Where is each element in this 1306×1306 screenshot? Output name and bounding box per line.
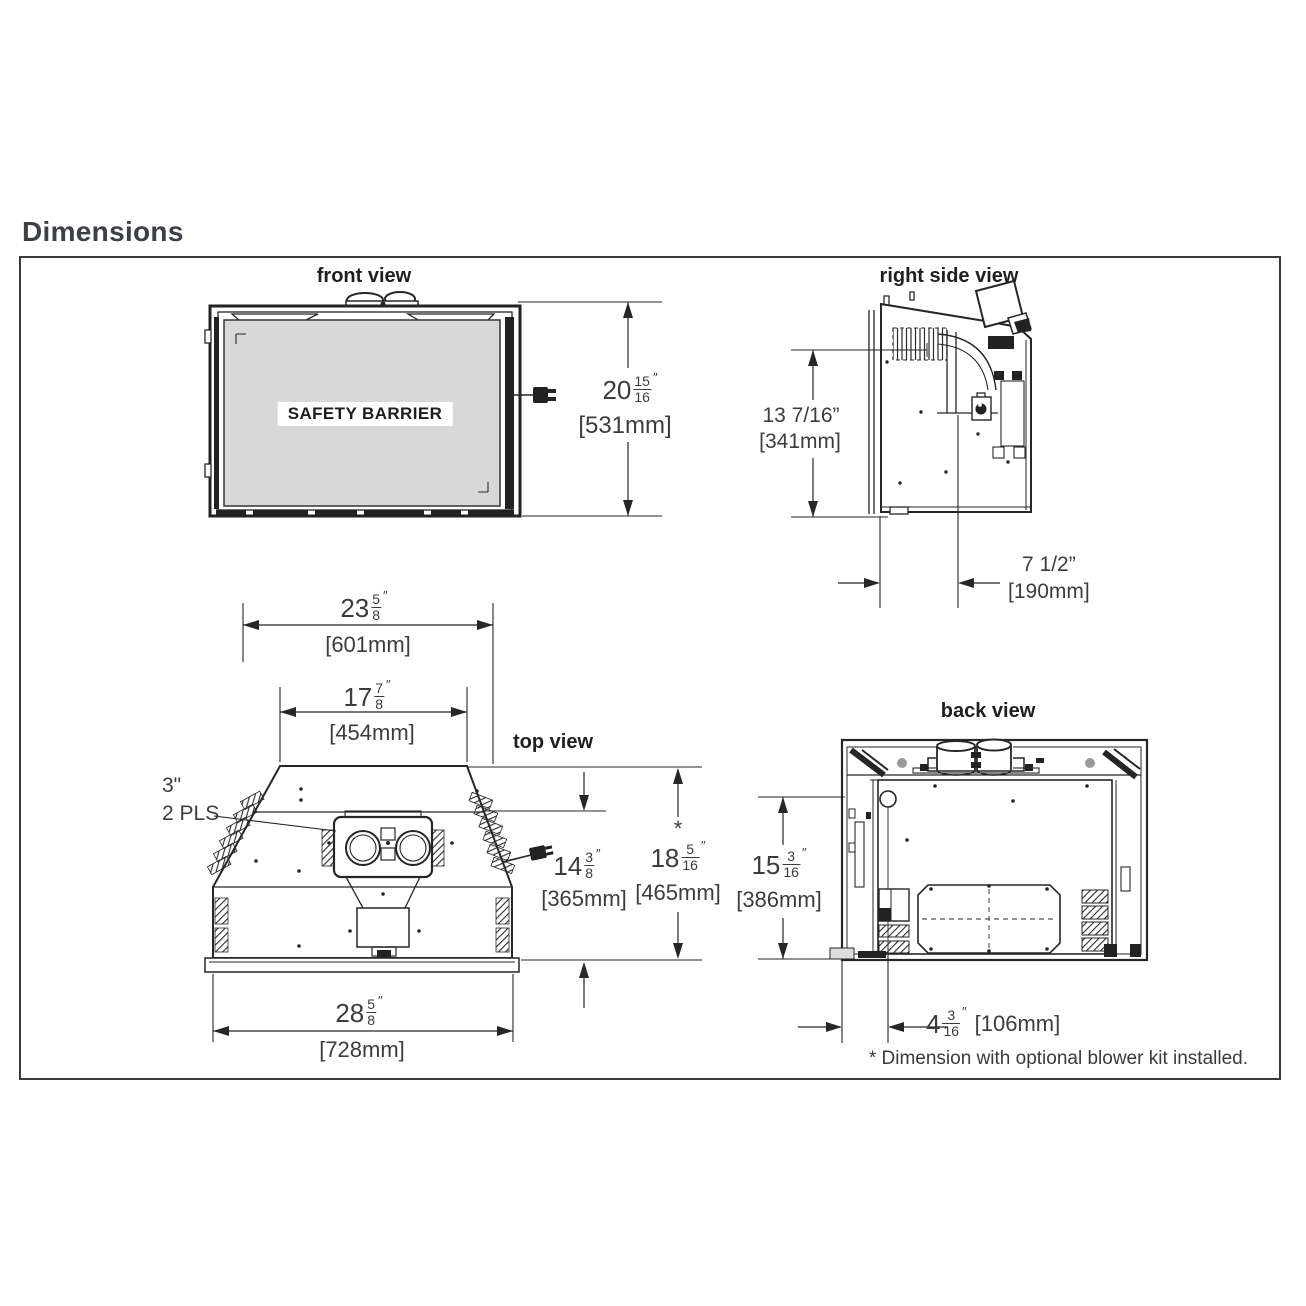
dim-depth-blower-star: * xyxy=(673,816,683,841)
front-view-drawing xyxy=(204,291,662,518)
top-view-label: top view xyxy=(512,731,594,753)
duct-size-note: 3" 2 PLS xyxy=(162,774,220,826)
dim-side-height: 13 7/16” xyxy=(762,404,840,427)
dim-depth-blower-mm: [465mm] xyxy=(635,880,721,905)
top-view-drawing xyxy=(204,603,702,1042)
dim-back-height-mm: [386mm] xyxy=(736,887,822,912)
dim-side-height-mm: [341mm] xyxy=(759,430,841,453)
back-view-label: back view xyxy=(940,700,1036,722)
blower-kit-footnote: * Dimension with optional blower kit ins… xyxy=(868,1048,1248,1069)
power-plug-icon xyxy=(514,387,556,403)
dim-back-offset-mm: [106mm] xyxy=(974,1010,1061,1036)
front-view-label: front view xyxy=(316,265,412,287)
right-side-view-drawing xyxy=(791,279,1032,608)
dim-depth-mm: [365mm] xyxy=(541,886,627,911)
safety-barrier-label: SAFETY BARRIER xyxy=(277,402,453,426)
dim-side-depth: 7 1/2” xyxy=(1022,553,1076,576)
power-plug-icon xyxy=(502,845,554,863)
page-title: Dimensions xyxy=(22,216,184,247)
dim-duct-spacing-mm: [454mm] xyxy=(329,720,415,745)
dim-side-depth-mm: [190mm] xyxy=(1008,580,1090,603)
dim-base-width-mm: [728mm] xyxy=(319,1037,405,1062)
back-view-drawing xyxy=(758,738,1149,1043)
dim-front-height-mm: [531mm] xyxy=(578,412,672,439)
diagram-border xyxy=(19,256,1281,1080)
right-side-view-label: right side view xyxy=(879,265,1019,287)
dim-top-width-mm: [601mm] xyxy=(325,632,411,657)
